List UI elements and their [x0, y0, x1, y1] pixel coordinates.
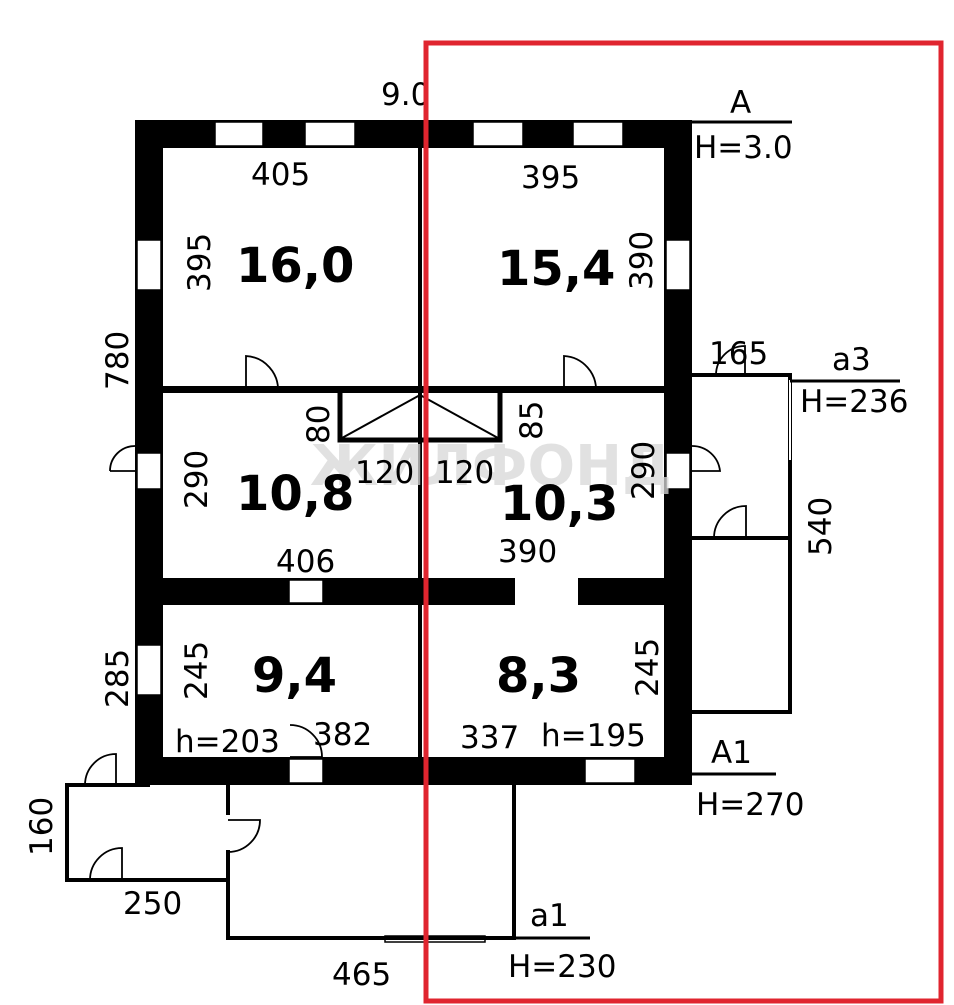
room-area-6: 8,3: [496, 648, 581, 704]
stair-width-left: 120: [355, 455, 414, 491]
label-a3-height: H=236: [800, 384, 908, 420]
room-3-width: 406: [276, 544, 335, 580]
room-5-depth: 245: [179, 641, 215, 700]
label-a-name: A: [730, 85, 751, 121]
room-1-width: 405: [251, 157, 310, 193]
extension-a1: [225, 785, 516, 940]
stair-width-right: 120: [435, 455, 494, 491]
west-lower-dimension: 285: [100, 649, 136, 708]
room-4-width: 390: [498, 534, 557, 570]
extension-a3: [692, 373, 792, 714]
porch-depth: 160: [24, 797, 60, 856]
room-area-1: 16,0: [236, 238, 354, 294]
label-a1-height: H=230: [508, 949, 616, 985]
room-5-height: h=203: [175, 724, 280, 760]
stair-depth-right: 85: [514, 401, 550, 440]
room-6-depth: 245: [630, 638, 666, 697]
room-4-depth: 290: [626, 441, 662, 500]
overall-width-label: 9.0: [381, 77, 430, 113]
room-3-depth: 290: [179, 450, 215, 509]
room-1-depth: 395: [182, 233, 218, 292]
room-2-width: 395: [521, 160, 580, 196]
label-a1-upper-height: H=270: [696, 787, 804, 823]
a3-width: 165: [709, 336, 768, 372]
label-a1-upper-name: A1: [711, 735, 752, 771]
doors: [84, 345, 747, 881]
porch: [65, 783, 228, 882]
room-6-height: h=195: [541, 718, 646, 754]
label-a-height: H=3.0: [694, 130, 793, 166]
room-area-4: 10,3: [500, 476, 618, 532]
leader-lines: [514, 120, 900, 940]
a3-depth: 540: [803, 497, 839, 556]
stair-depth-left: 80: [301, 405, 337, 444]
label-a1-name: a1: [530, 898, 569, 934]
a1-width: 465: [332, 957, 391, 993]
highlight-frame: [423, 40, 944, 1004]
porch-width: 250: [123, 886, 182, 922]
overall-depth-label: 780: [100, 331, 136, 390]
room-2-depth: 390: [624, 231, 660, 290]
stair: [337, 393, 503, 443]
room-area-5: 9,4: [252, 648, 337, 704]
room-area-3: 10,8: [236, 466, 354, 522]
watermark: ЖИЛФОНД: [310, 434, 672, 499]
label-a3-name: a3: [832, 342, 871, 378]
room-5-width: 382: [313, 717, 372, 753]
interior-walls: [163, 148, 664, 757]
room-area-2: 15,4: [497, 241, 615, 297]
room-6-width: 337: [460, 720, 519, 756]
